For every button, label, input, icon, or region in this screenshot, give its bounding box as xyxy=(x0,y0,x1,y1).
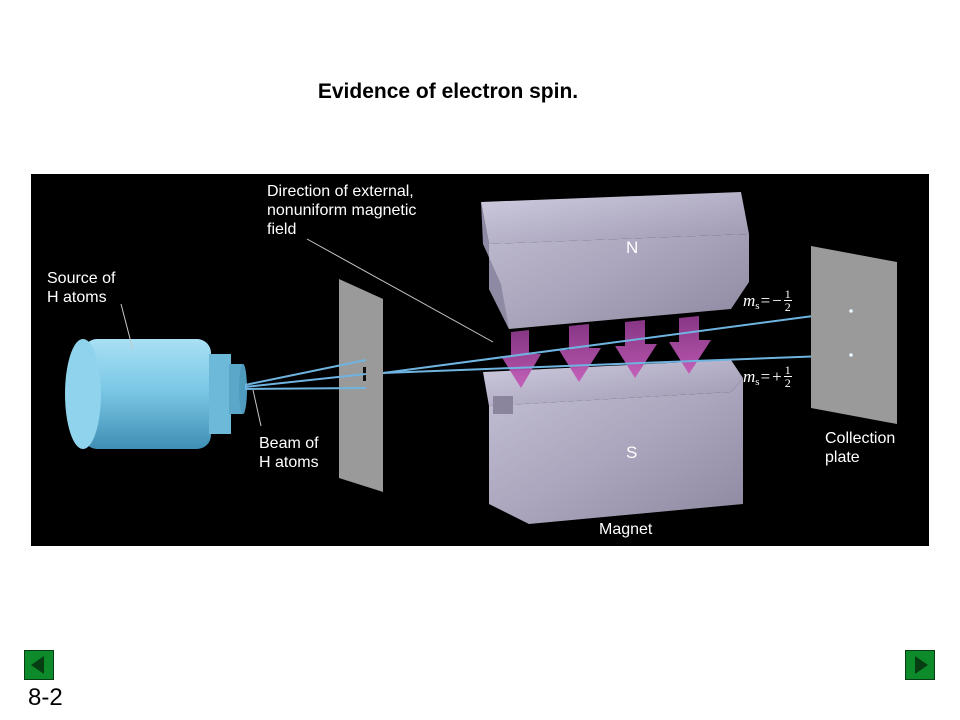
stern-gerlach-figure: Direction of external, nonuniform magnet… xyxy=(31,174,929,546)
label-north-pole: N xyxy=(626,238,639,257)
label-beam: Beam of H atoms xyxy=(259,435,319,471)
field-arrows xyxy=(501,316,711,388)
atom-beam xyxy=(244,359,367,390)
triangle-right-icon xyxy=(915,656,928,674)
slide-title: Evidence of electron spin. xyxy=(317,80,579,103)
slide-number: 8-2 xyxy=(28,684,63,711)
triangle-left-icon xyxy=(31,656,44,674)
label-magnet: Magnet xyxy=(599,521,653,538)
label-collection-plate: Collection plate xyxy=(825,430,896,466)
slit-plate xyxy=(339,279,383,492)
label-south-pole: S xyxy=(626,443,638,462)
next-slide-button[interactable] xyxy=(905,650,935,680)
beam-pointer-line xyxy=(252,389,262,427)
previous-slide-button[interactable] xyxy=(24,650,54,680)
figure-artwork xyxy=(65,192,897,524)
magnet-south-block xyxy=(483,360,743,524)
atom-source-cylinder xyxy=(65,339,247,449)
label-field-direction: Direction of external, nonuniform magnet… xyxy=(267,183,417,238)
collection-plate xyxy=(811,246,897,424)
label-source: Source of H atoms xyxy=(47,270,116,306)
source-pointer-line xyxy=(120,303,134,351)
field-pointer-line xyxy=(306,238,494,343)
magnet-north-block xyxy=(481,192,749,329)
